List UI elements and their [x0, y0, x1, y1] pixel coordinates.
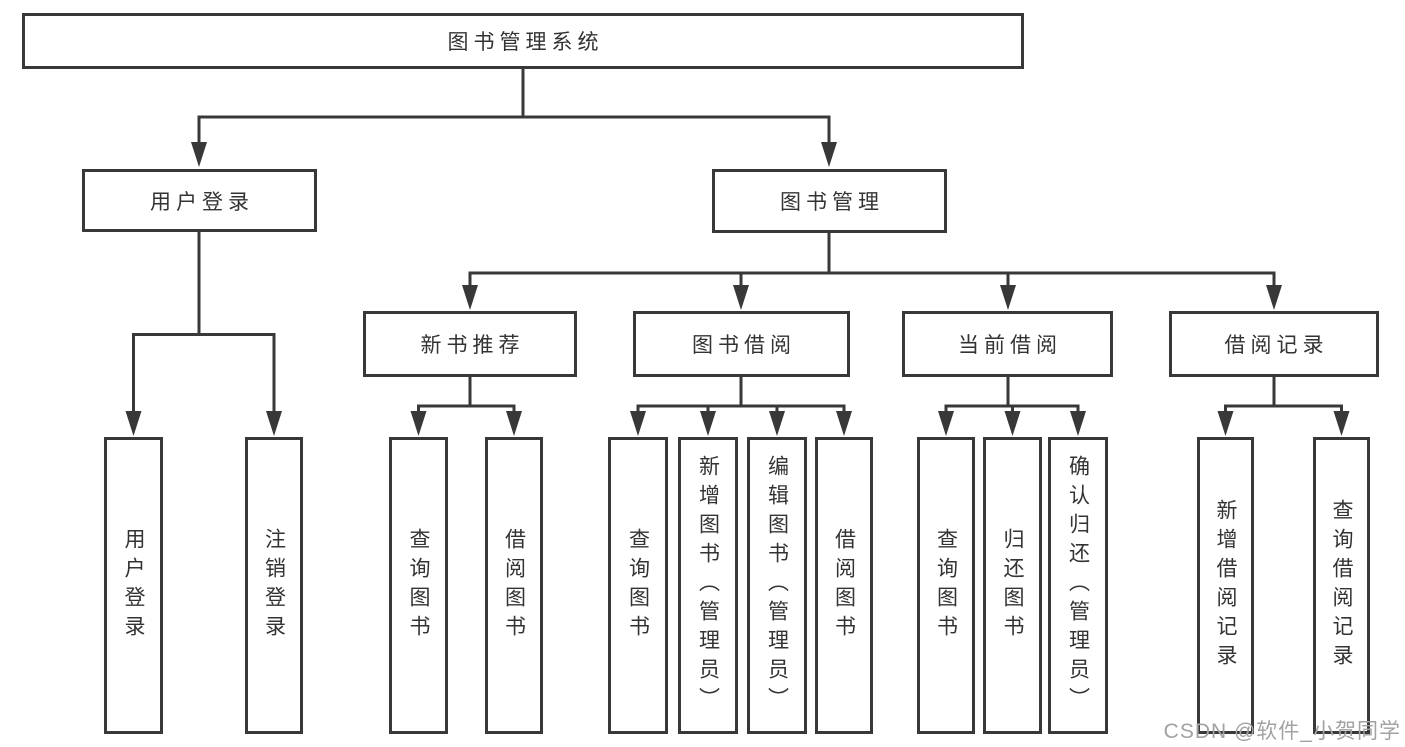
leaf-query-books-borrow: 查询图书	[608, 437, 668, 734]
node-label: 新书推荐	[420, 334, 525, 357]
leaf-label: 借阅图书	[502, 527, 526, 644]
leaf-add-books-admin: 新增图书（管理员）	[678, 437, 738, 734]
leaf-query-borrow-record: 查询借阅记录	[1313, 437, 1370, 734]
leaf-label: 确认归还（管理员）	[1066, 455, 1090, 716]
leaf-logout: 注销登录	[245, 437, 303, 734]
leaf-label: 编辑图书（管理员）	[765, 455, 789, 716]
node-library-system: 图书管理系统	[22, 13, 1024, 69]
node-new-book-recommend: 新书推荐	[363, 311, 577, 377]
leaf-label: 注销登录	[262, 527, 286, 644]
node-book-borrow: 图书借阅	[633, 311, 850, 377]
leaf-label: 新增借阅记录	[1214, 498, 1237, 673]
node-book-management: 图书管理	[712, 169, 947, 233]
leaf-label: 用户登录	[122, 527, 145, 644]
leaf-label: 查询借阅记录	[1330, 498, 1353, 673]
leaf-label: 新增图书（管理员）	[696, 455, 720, 716]
leaf-borrow-books-recommend: 借阅图书	[485, 437, 543, 734]
leaf-add-borrow-record: 新增借阅记录	[1197, 437, 1254, 734]
leaf-edit-books-admin: 编辑图书（管理员）	[747, 437, 807, 734]
node-label: 用户登录	[150, 190, 254, 214]
leaf-query-books-recommend: 查询图书	[389, 437, 448, 734]
csdn-watermark: CSDN @软件_小贺同学	[1163, 720, 1401, 743]
leaf-label: 查询图书	[626, 527, 650, 644]
node-label: 借阅记录	[1224, 334, 1329, 357]
leaf-query-books-current: 查询图书	[917, 437, 975, 734]
node-current-borrow: 当前借阅	[902, 311, 1113, 377]
node-label: 图书管理	[780, 191, 884, 214]
leaf-user-login: 用户登录	[104, 437, 163, 734]
leaf-confirm-return-admin: 确认归还（管理员）	[1048, 437, 1108, 734]
node-label: 图书管理系统	[447, 31, 604, 54]
node-user-login: 用户登录	[82, 169, 317, 232]
leaf-label: 归还图书	[1001, 527, 1024, 644]
leaf-label: 查询图书	[407, 527, 430, 644]
node-label: 图书借阅	[692, 334, 796, 357]
leaf-label: 借阅图书	[832, 527, 856, 644]
node-borrow-record: 借阅记录	[1169, 311, 1379, 377]
leaf-label: 查询图书	[934, 527, 958, 644]
leaf-return-books: 归还图书	[983, 437, 1042, 734]
leaf-borrow-books: 借阅图书	[815, 437, 873, 734]
node-label: 当前借阅	[958, 334, 1062, 357]
